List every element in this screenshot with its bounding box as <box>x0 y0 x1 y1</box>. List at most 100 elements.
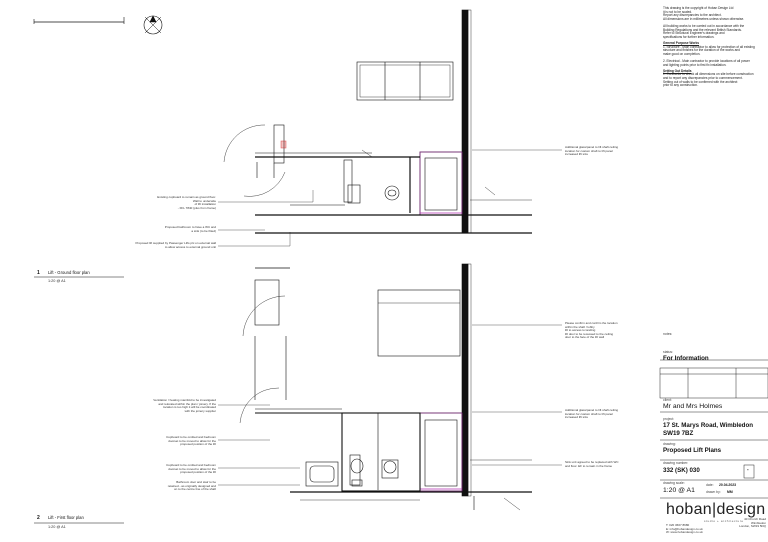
client-value: Mr and Mrs Holmes <box>663 403 723 410</box>
text-line: T: 020 3667 8680 <box>666 523 690 527</box>
text-line: Additional glass/panel to lift shaft cei… <box>565 145 619 149</box>
annotation-proposed-lift: Proposed lift supplied by Passenger Lift… <box>120 242 216 249</box>
notes-heading-1: General Purpose Works <box>663 41 700 46</box>
view-title-rules <box>34 276 124 524</box>
text-line: All building works to be carried out in … <box>663 23 745 28</box>
text-line: Wimbledon <box>750 520 766 525</box>
drawing-scale-label: drawing scale: <box>663 481 685 485</box>
client-label: client: <box>663 398 672 402</box>
drawing-number-value: 332 (SK) 030 <box>663 467 700 474</box>
view-2-scale: 1:20 @ A1 <box>48 525 66 529</box>
text-line: and floor. EF to remain in the frame <box>565 463 613 468</box>
text-line: doorset to be moved to allow for the <box>168 466 216 471</box>
text-line: retained - as originally designed and <box>167 483 216 488</box>
drawing-value: Proposed Lift Plans <box>663 447 722 454</box>
text-line: 1. Structure - Main contractor to allow … <box>663 44 755 49</box>
text-line: of lift installation <box>194 202 216 207</box>
text-line: Proposed lift supplied by Passenger Lift… <box>135 241 216 245</box>
text-line: within the shaft / lobby <box>565 324 595 329</box>
text-line: Setting out of walls to be confirmed wit… <box>663 79 738 84</box>
text-line: to allow access to external ground unit <box>164 244 216 249</box>
text-line: structure and finishes for the duration … <box>663 48 740 53</box>
text-line: and relocated within the plan / joinery.… <box>158 401 216 406</box>
text-line: proposed position of the lift <box>180 470 216 475</box>
text-line: Sink unit agreed to be replaced with WC <box>565 460 619 464</box>
project-label: project: <box>663 417 675 421</box>
annotation-leaders <box>218 149 562 486</box>
text-line: Report any discrepancies to the architec… <box>663 13 722 18</box>
view-1-title: Lift - Ground floor plan <box>48 270 90 275</box>
general-notes: This drawing is the copyright of Hoban D… <box>663 7 755 88</box>
text-line: Additional glass/panel to lift shaft cei… <box>565 408 619 412</box>
text-line: - FFL 7840 (plus from frame) <box>177 205 216 210</box>
text-line: proposed position of the lift <box>180 442 216 447</box>
ground-floor-plan <box>223 9 532 234</box>
notes-heading-2: Setting Out Details <box>663 69 692 74</box>
text-line: location for custom shaft to lift panel <box>565 411 613 416</box>
text-line: 40 Church Road <box>744 517 766 521</box>
text-line: doorset to be moved to allow for the <box>168 438 216 443</box>
text-line: Cupboard to be omitted and bedroom <box>166 435 216 439</box>
project-line-1: 17 St. Marys Road, Wimbledon <box>663 422 754 429</box>
status-value: For Information <box>663 355 709 362</box>
text-line: Building Regulations and the relevant Br… <box>663 27 742 32</box>
text-line: a sink (to be fitted) <box>191 228 216 233</box>
annotation-ff-ventilation: Ventilation / heating manifold to be inv… <box>130 399 216 413</box>
text-line: Proposed bathroom to have a WC and <box>164 225 216 229</box>
title-block-frame <box>659 359 768 499</box>
notes-label: notes: <box>663 332 673 336</box>
view-2-title: Lift - First floor plan <box>48 515 84 520</box>
drawing-scale-value: 1:20 @ A1 <box>663 487 695 494</box>
text-line: and to report any discrepancies prior to… <box>663 75 743 80</box>
text-line: Wall to underside <box>192 198 216 203</box>
scale-bar <box>33 17 125 24</box>
drawn-by-label: drawn by: <box>706 490 721 494</box>
text-line: London, SW19 5DQ <box>739 524 766 529</box>
annotation-existing-cupboard: Existing cupboard to remain as ground fl… <box>150 196 216 210</box>
view-1-number: 1 <box>37 270 40 276</box>
revision-value: - <box>747 467 749 473</box>
drawing-number-label: drawing number: <box>663 461 689 465</box>
first-floor-plan <box>239 263 532 511</box>
text-line: and lighting points prior to first fix i… <box>663 62 727 67</box>
text-line: Existing cupboard to remain as ground fl… <box>157 195 216 199</box>
date-value: 20.04.2023 <box>719 483 736 487</box>
company-logo: hoban|design <box>666 501 766 518</box>
company-logo-subtitle: studio + architecture <box>704 519 744 523</box>
text-line: specifications for further information. <box>663 34 715 39</box>
text-line: Please confirm and confirm the location <box>565 321 618 325</box>
text-line: increased lift size <box>565 152 589 157</box>
text-line: it is not to be scaled. <box>663 9 693 14</box>
text-line: lift to access to landing <box>565 328 596 333</box>
text-line: location for custom shaft to lift panel <box>565 148 613 153</box>
text-line: 1. Contractor to check all dimensions on… <box>663 72 754 77</box>
date-label: date: <box>706 483 714 487</box>
text-line: make good on completion. <box>663 51 701 56</box>
text-line: lift door to be recessed to the ceiling <box>565 331 614 336</box>
text-line: Ventilation / heating manifold to be inv… <box>153 398 216 402</box>
text-line: W: www.hobandesign.co.uk <box>666 530 703 535</box>
annotation-gf-lift-shaft: Additional glass/panel to lift shaft cei… <box>565 146 618 157</box>
text-line: All dimensions are in millimetres unless… <box>663 16 745 21</box>
text-line: prior to any construction. <box>663 83 698 88</box>
text-line: Bathroom door and stair to be <box>176 480 216 484</box>
north-arrow-icon <box>143 15 163 35</box>
drawing-label: drawing: <box>663 442 676 446</box>
text-line: door to the face of the lift wall <box>565 335 605 340</box>
text-line: increased lift size <box>565 415 589 420</box>
text-line: on to the centre line of the shaft <box>173 487 216 492</box>
text-line: Refer to Structural Engineer's drawings … <box>663 31 725 36</box>
text-line: E: info@hobandesign.co.uk <box>666 526 703 531</box>
text-line: 2. Electrical - Main contractor to provi… <box>663 58 750 63</box>
text-line: Cupboard to be omitted and bedroom <box>166 463 216 467</box>
